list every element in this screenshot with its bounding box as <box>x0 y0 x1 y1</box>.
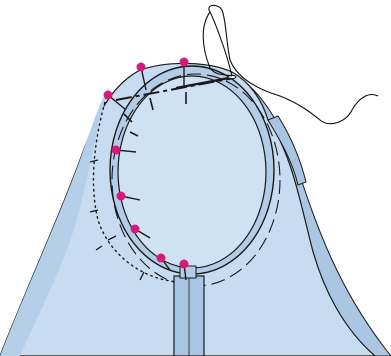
neckline-opening <box>118 76 266 268</box>
